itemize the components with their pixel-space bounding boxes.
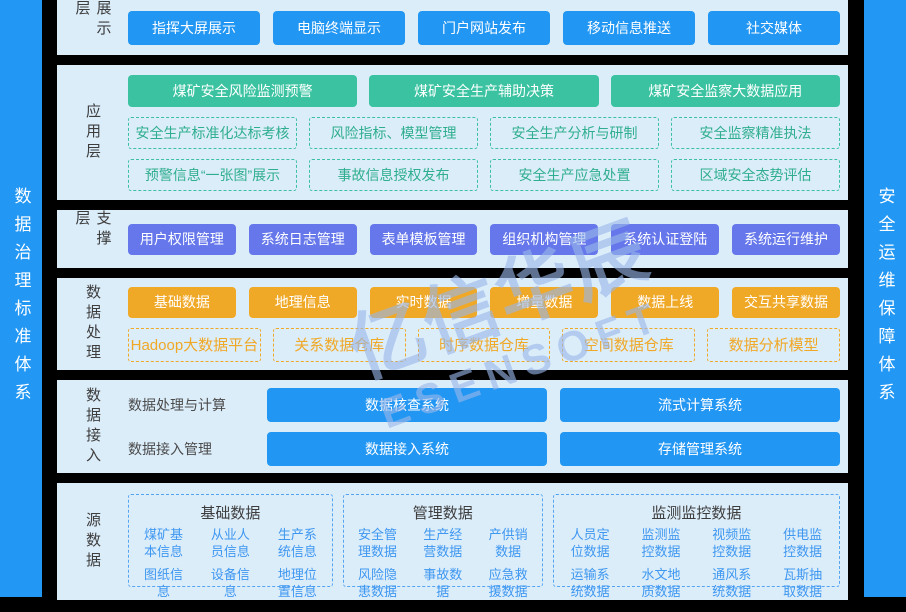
panel-data-access-layer: 数据接入 数据处理与计算 数据核查系统流式计算系统 数据接入管理 数据接入系统存…: [57, 380, 848, 473]
source-item: 瓦斯抽取数据: [783, 566, 823, 599]
support-module-button[interactable]: 用户权限管理: [128, 223, 236, 255]
processing-data-row: 基础数据地理信息实时数据增量数据数据上线交互共享数据: [128, 286, 840, 318]
access-button-row: 数据接入系统存储管理系统: [267, 431, 840, 466]
display-button-row: 指挥大屏展示电脑终端显示门户网站发布移动信息推送社交媒体: [128, 10, 840, 45]
app-primary-button[interactable]: 煤矿安全监察大数据应用: [610, 74, 840, 107]
app-feature-box: 事故信息授权发布: [309, 158, 478, 191]
access-button-row: 数据核查系统流式计算系统: [267, 387, 840, 422]
display-channel-button[interactable]: 门户网站发布: [418, 10, 550, 45]
left-sidebar-data-governance: 数据治理标准体系: [0, 0, 42, 597]
app-primary-button[interactable]: 煤矿安全风险监测预警: [128, 74, 358, 107]
support-module-button[interactable]: 系统认证登陆: [611, 223, 720, 255]
right-sidebar-ops-guarantee: 安全运维保障体系: [864, 0, 906, 597]
left-sidebar-label: 数据治理标准体系: [11, 186, 31, 411]
app-feature-box: 预警信息“一张图”展示: [128, 158, 297, 191]
app-feature-row-2: 预警信息“一张图”展示事故信息授权发布安全生产应急处置区域安全态势评估: [128, 158, 840, 191]
layer-label-application: 应用层: [84, 102, 101, 163]
app-feature-box: 风险指标、模型管理: [309, 116, 478, 149]
source-item: 通风系统数据: [712, 566, 752, 599]
processing-data-button[interactable]: 基础数据: [128, 286, 236, 318]
layer-label-access: 数据接入: [84, 386, 101, 467]
access-row: 数据接入管理 数据接入系统存储管理系统: [128, 431, 840, 466]
access-system-button[interactable]: 存储管理系统: [560, 431, 840, 466]
source-item: 生产经营数据: [423, 527, 463, 559]
right-sidebar-label: 安全运维保障体系: [875, 186, 895, 411]
source-item: 安全管理数据: [357, 527, 397, 559]
processing-data-button[interactable]: 地理信息: [248, 286, 357, 318]
layer-label-processing: 数据处理: [84, 284, 101, 364]
source-item: 产供销数据: [488, 527, 528, 559]
support-module-button[interactable]: 系统日志管理: [248, 223, 357, 255]
app-feature-box: 安全生产标准化达标考核: [128, 116, 297, 149]
panel-application-layer: 应用层 煤矿安全风险监测预警煤矿安全生产辅助决策煤矿安全监察大数据应用 安全生产…: [57, 65, 848, 200]
processing-platform-box: Hadoop大数据平台: [128, 327, 261, 362]
source-group-title: 管理数据: [412, 505, 473, 522]
app-feature-box: 区域安全态势评估: [671, 158, 840, 191]
source-item: 运输系统数据: [570, 566, 610, 599]
source-item: 从业人员信息: [210, 527, 250, 559]
source-item: 供电监控数据: [783, 527, 823, 559]
panel-source-data-layer: 源数据 基础数据 煤矿基本信息从业人员信息生产系统信息图纸信息设备信息地理位置信…: [57, 483, 848, 600]
source-item: 设备信息: [210, 566, 250, 599]
source-group-title: 基础数据: [200, 505, 261, 522]
source-item: 监测监控数据: [641, 527, 681, 559]
processing-data-button[interactable]: 交互共享数据: [732, 286, 840, 318]
display-channel-button[interactable]: 指挥大屏展示: [128, 10, 260, 45]
access-system-button[interactable]: 数据核查系统: [267, 387, 547, 422]
processing-platform-box: 空间数据仓库: [562, 327, 696, 362]
source-item: 人员定位数据: [570, 527, 610, 559]
source-item: 风险隐患数据: [357, 566, 397, 599]
source-group-title: 监测监控数据: [651, 505, 742, 522]
app-primary-row: 煤矿安全风险监测预警煤矿安全生产辅助决策煤矿安全监察大数据应用: [128, 74, 840, 107]
source-item-grid: 人员定位数据监测监控数据视频监控数据供电监控数据运输系统数据水文地质数据通风系统…: [556, 527, 837, 601]
source-group-monitoring-data: 监测监控数据 人员定位数据监测监控数据视频监控数据供电监控数据运输系统数据水文地…: [552, 494, 840, 599]
processing-platform-box: 关系数据仓库: [272, 327, 406, 362]
layer-label-source: 源数据: [84, 511, 101, 572]
source-item: 应急救援数据: [488, 566, 528, 599]
support-module-button[interactable]: 表单模板管理: [369, 223, 478, 255]
processing-data-button[interactable]: 实时数据: [369, 286, 478, 318]
processing-data-button[interactable]: 增量数据: [490, 286, 599, 318]
app-feature-box: 安全生产应急处置: [490, 158, 659, 191]
support-module-button[interactable]: 组织机构管理: [490, 223, 599, 255]
display-channel-button[interactable]: 社交媒体: [708, 10, 840, 45]
source-item: 水文地质数据: [641, 566, 681, 599]
panel-data-processing-layer: 数据处理 基础数据地理信息实时数据增量数据数据上线交互共享数据 Hadoop大数…: [57, 278, 848, 370]
panel-support-layer: 支撑层 用户权限管理系统日志管理表单模板管理组织机构管理系统认证登陆系统运行维护: [57, 210, 848, 268]
source-item: 视频监控数据: [712, 527, 752, 559]
app-feature-box: 安全生产分析与研制: [490, 116, 659, 149]
source-group-management-data: 管理数据 安全管理数据生产经营数据产供销数据风险隐患数据事故数据应急救援数据: [342, 494, 543, 599]
access-row: 数据处理与计算 数据核查系统流式计算系统: [128, 387, 840, 422]
panel-display-layer: 展示层 指挥大屏展示电脑终端显示门户网站发布移动信息推送社交媒体: [57, 0, 848, 55]
access-system-button[interactable]: 数据接入系统: [267, 431, 547, 466]
source-item: 图纸信息: [143, 566, 183, 599]
source-item-grid: 煤矿基本信息从业人员信息生产系统信息图纸信息设备信息地理位置信息: [131, 527, 330, 601]
support-button-row: 用户权限管理系统日志管理表单模板管理组织机构管理系统认证登陆系统运行维护: [128, 223, 840, 255]
processing-platform-row: Hadoop大数据平台关系数据仓库时序数据仓库空间数据仓库数据分析模型: [128, 327, 840, 362]
layer-label-display: 展示层: [73, 0, 112, 40]
processing-platform-box: 时序数据仓库: [417, 327, 551, 362]
processing-platform-box: 数据分析模型: [707, 327, 840, 362]
source-item: 煤矿基本信息: [143, 527, 183, 559]
display-channel-button[interactable]: 电脑终端显示: [273, 10, 405, 45]
app-feature-row-1: 安全生产标准化达标考核风险指标、模型管理安全生产分析与研制安全监察精准执法: [128, 116, 840, 149]
app-feature-box: 安全监察精准执法: [671, 116, 840, 149]
source-item: 生产系统信息: [277, 527, 317, 559]
display-channel-button[interactable]: 移动信息推送: [563, 10, 695, 45]
source-item: 事故数据: [423, 566, 463, 599]
support-module-button[interactable]: 系统运行维护: [732, 223, 840, 255]
source-item: 地理位置信息: [277, 566, 317, 599]
source-group-basic-data: 基础数据 煤矿基本信息从业人员信息生产系统信息图纸信息设备信息地理位置信息: [128, 494, 333, 599]
access-row-label: 数据处理与计算: [128, 396, 226, 413]
layer-label-support: 支撑层: [73, 210, 112, 250]
app-primary-button[interactable]: 煤矿安全生产辅助决策: [369, 74, 599, 107]
access-row-label: 数据接入管理: [128, 440, 212, 457]
access-system-button[interactable]: 流式计算系统: [560, 387, 840, 422]
processing-data-button[interactable]: 数据上线: [611, 286, 720, 318]
source-item-grid: 安全管理数据生产经营数据产供销数据风险隐患数据事故数据应急救援数据: [346, 527, 540, 601]
